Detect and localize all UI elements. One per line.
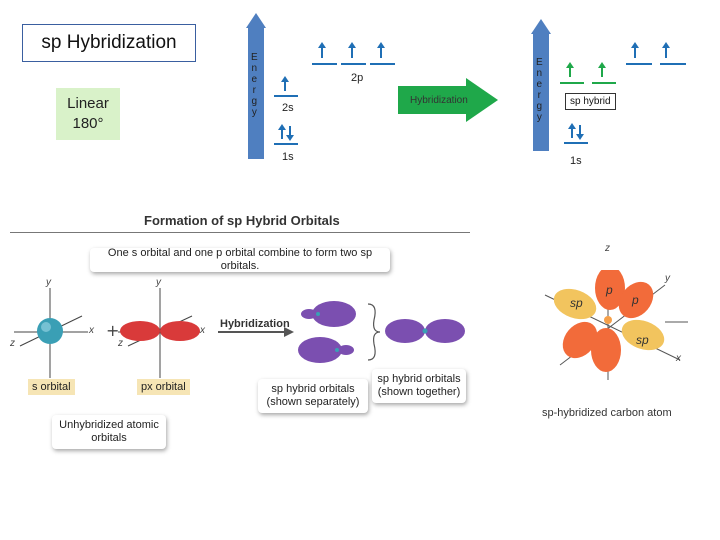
energy-label-right: E n e r g y (536, 57, 543, 123)
up-arrow-icon (348, 42, 356, 58)
down-arrow-icon (286, 126, 294, 141)
hybridization-arrow (398, 78, 498, 122)
up-arrow-icon (662, 42, 670, 58)
lobe-label-p: p (632, 293, 639, 307)
label-1s-right: 1s (570, 155, 582, 167)
axis-z-label: z (118, 338, 123, 349)
energy-letter: e (536, 79, 543, 90)
sp-hybrid-orbitals (560, 62, 616, 84)
carbon-caption: sp-hybridized carbon atom (542, 407, 672, 419)
energy-letter: r (252, 85, 256, 96)
sp-lobe (621, 319, 665, 351)
energy-letter: E (536, 57, 543, 68)
s-orbital-sphere (37, 318, 63, 344)
sp-hybrid-label: sp hybrid (565, 93, 616, 110)
orbitals-2p (312, 42, 395, 65)
energy-letter: n (251, 63, 258, 74)
sp-orbitals-together (385, 319, 465, 343)
unhybridized-p-orbitals (626, 42, 686, 65)
up-arrow-icon (278, 124, 286, 139)
label-2p: 2p (351, 72, 364, 84)
p-lobe (595, 270, 625, 310)
callout-top: One s orbital and one p orbital combine … (90, 247, 390, 272)
energy-label-left: E n e r g y (251, 52, 258, 118)
linear-box: Linear 180° (56, 88, 120, 140)
energy-letter: r (537, 90, 541, 101)
plus-sign: + (106, 321, 119, 340)
energy-letter: y (536, 112, 542, 123)
up-arrow-icon (568, 123, 576, 138)
up-arrow-icon (377, 42, 385, 58)
axis-y-label: y (46, 277, 51, 288)
axis-x-label: x (200, 325, 205, 336)
hybridization-arrow-label: Hybridization (410, 95, 468, 106)
up-arrow-icon (281, 76, 289, 91)
energy-letter: e (251, 74, 258, 85)
axis-x-label: x (676, 353, 681, 364)
axis-z-label: z (10, 338, 15, 349)
px-orbital-tag: px orbital (137, 379, 190, 395)
sp-together-callout: sp hybrid orbitals (shown together) (372, 369, 466, 403)
sp-together-text: sp hybrid orbitals (shown together) (377, 373, 461, 398)
p-lobe (591, 328, 621, 372)
axis-y-label: y (665, 273, 670, 284)
p-orbital-lobe (120, 321, 160, 341)
up-arrow-icon (598, 62, 606, 77)
label-2s: 2s (282, 102, 294, 114)
orbital-1s (274, 124, 298, 145)
down-arrow-icon (576, 125, 584, 140)
orbital-1s-right (564, 123, 588, 144)
up-arrow-icon (631, 42, 639, 58)
up-arrow-icon (318, 42, 326, 58)
carbon-atom-model (544, 270, 688, 380)
callout-top-text: One s orbital and one p orbital combine … (107, 247, 373, 272)
energy-letter: y (251, 107, 257, 118)
lobe-label-sp: sp (636, 333, 649, 347)
unhybridized-text: Unhybridized atomic orbitals (59, 419, 159, 444)
angle-text: 180° (72, 115, 104, 132)
lobe-label-sp: sp (570, 296, 583, 310)
s-orbital-tag: s orbital (28, 379, 75, 395)
p-lobe (562, 321, 598, 359)
orbital-2s (274, 76, 298, 97)
linear-text: Linear (67, 95, 109, 112)
orbital-figure: + (14, 270, 688, 380)
energy-arrow-right (531, 19, 551, 151)
page-title: sp Hybridization (22, 24, 196, 62)
lobe-label-p: p (606, 283, 613, 297)
p-lobe (618, 281, 654, 319)
brace (367, 303, 381, 361)
axis-z-label: z (605, 243, 610, 254)
label-1s: 1s (282, 151, 294, 163)
figure-title: Formation of sp Hybrid Orbitals (144, 213, 340, 228)
energy-letter: g (251, 96, 258, 107)
title-text: sp Hybridization (41, 32, 177, 53)
sp-separately-callout: sp hybrid orbitals (shown separately) (258, 379, 368, 413)
energy-letter: g (536, 101, 543, 112)
up-arrow-icon (566, 62, 574, 77)
sp-lobe (553, 288, 597, 320)
energy-diagrams (246, 13, 686, 159)
p-orbital-lobe (160, 321, 200, 341)
energy-letter: E (251, 52, 258, 63)
sp-orbital-separate-2 (298, 337, 354, 363)
sp-orbital-separate-1 (301, 301, 356, 327)
unhybridized-callout: Unhybridized atomic orbitals (52, 415, 166, 449)
hybridization-figure-label: Hybridization (220, 318, 290, 330)
axis-x-label: x (89, 325, 94, 336)
energy-letter: n (536, 68, 543, 79)
axis-y-label: y (156, 277, 161, 288)
energy-arrow-left (246, 13, 266, 159)
figure-divider (10, 232, 470, 233)
sp-separately-text: sp hybrid orbitals (shown separately) (266, 383, 360, 408)
